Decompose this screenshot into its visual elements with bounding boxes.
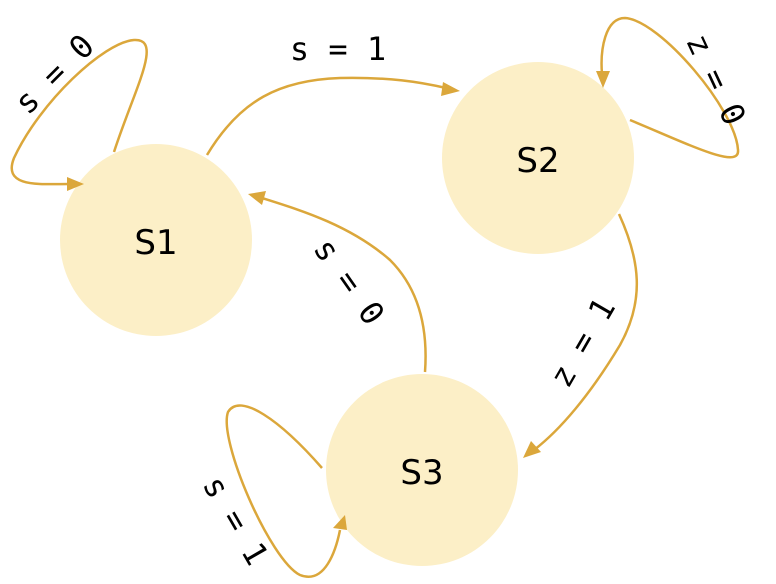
state-s1-circle	[60, 144, 252, 336]
edge-s1-to-s2: s = 1	[205, 30, 460, 156]
edge-s3-to-s1-line	[261, 196, 427, 373]
edge-s3-self-arrowhead	[333, 515, 347, 530]
state-s2-label: S2	[516, 141, 559, 181]
state-s3: S3	[326, 374, 518, 566]
edge-s2-self-arrowhead	[596, 71, 610, 88]
edge-s1-to-s2-label: s = 1	[290, 30, 386, 68]
edge-s2-to-s3-label: z = 1	[542, 291, 623, 393]
state-s2-circle	[442, 62, 634, 254]
edge-s1-self-label: s = 0	[7, 27, 102, 122]
edge-s2-self-line	[600, 16, 740, 159]
state-s1: S1	[60, 144, 252, 336]
edge-s3-to-s1-arrowhead	[248, 191, 266, 205]
edge-s3-to-s1-label: s = 0	[306, 231, 392, 332]
edge-s1-self-arrowhead	[67, 177, 84, 191]
edge-s1-self-line	[10, 38, 148, 186]
state-s3-label: S3	[400, 453, 443, 493]
edge-s2-to-s3-arrowhead	[523, 441, 541, 458]
edge-s3-self: s = 1	[195, 404, 347, 578]
state-s2: S2	[442, 62, 634, 254]
edge-s1-to-s2-line	[205, 76, 447, 156]
edge-s3-self-line	[225, 404, 342, 578]
edge-s3-self-label: s = 1	[195, 469, 276, 571]
edge-s2-self-label: z = 0	[678, 28, 753, 131]
state-s1-label: S1	[134, 223, 177, 263]
edge-s1-to-s2-arrowhead	[441, 82, 460, 96]
edge-s2-to-s3-line	[533, 213, 638, 451]
state-s3-circle	[326, 374, 518, 566]
edge-s3-to-s1: s = 0	[248, 191, 427, 373]
